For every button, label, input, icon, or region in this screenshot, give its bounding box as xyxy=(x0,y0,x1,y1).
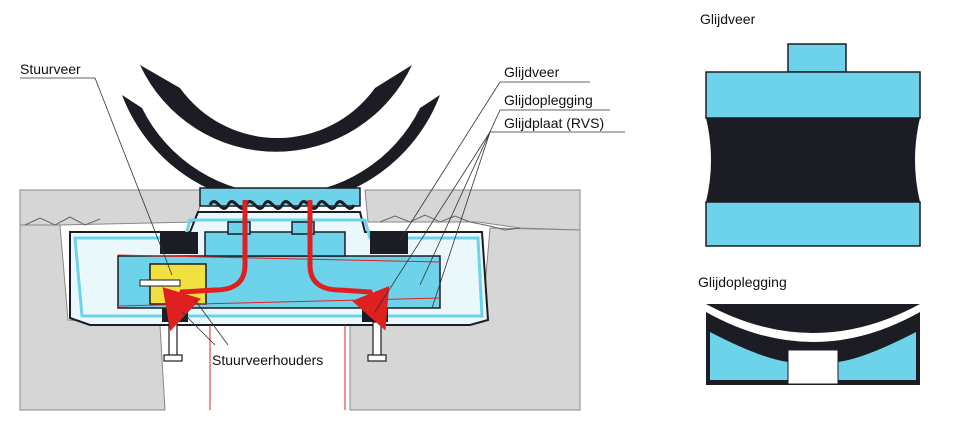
detail-glijdveer-title: Glijdveer xyxy=(700,11,756,27)
cross-section: Stuurveer Glijdveer Glijdoplegging Glijd… xyxy=(19,61,625,411)
guide-bolt xyxy=(139,279,181,287)
detail-glijdoplegging: Glijdoplegging xyxy=(698,274,920,385)
glijdveer-top xyxy=(705,71,921,119)
anchor-bolt-icon xyxy=(163,321,183,362)
glijdoplegging-right-fill xyxy=(838,332,916,380)
concrete-left xyxy=(19,189,206,226)
glijdoplegging-curve xyxy=(706,304,920,342)
top-springs xyxy=(208,200,356,210)
pipe-inner xyxy=(140,65,412,152)
detail-glijdoplegging-title: Glijdoplegging xyxy=(698,274,787,290)
label-glijdplaat: Glijdplaat (RVS) xyxy=(504,115,604,131)
label-stuurveerhouders: Stuurveerhouders xyxy=(212,352,323,368)
rubber-block-right xyxy=(370,232,408,254)
label-stuurveer: Stuurveer xyxy=(20,61,81,77)
concrete-hatch xyxy=(24,214,521,231)
rubber-block-left xyxy=(160,232,198,254)
label-glijdveer: Glijdveer xyxy=(504,64,560,80)
center-block xyxy=(204,231,346,257)
concrete-right xyxy=(364,189,581,231)
glijdveer-core xyxy=(706,118,920,202)
glijdoplegging-slot xyxy=(787,349,839,385)
force-arrow-icon xyxy=(307,200,390,331)
leader-lines xyxy=(20,77,625,346)
glijdoplegging-left-fill xyxy=(710,332,788,380)
glijdveer-bottom xyxy=(705,201,921,247)
glijdveer-top-tab xyxy=(787,43,847,73)
detail-glijdveer: Glijdveer xyxy=(700,11,921,247)
force-arrow-icon xyxy=(162,200,248,332)
label-glijdoplegging: Glijdoplegging xyxy=(504,92,593,108)
pipe-outer xyxy=(122,95,440,205)
